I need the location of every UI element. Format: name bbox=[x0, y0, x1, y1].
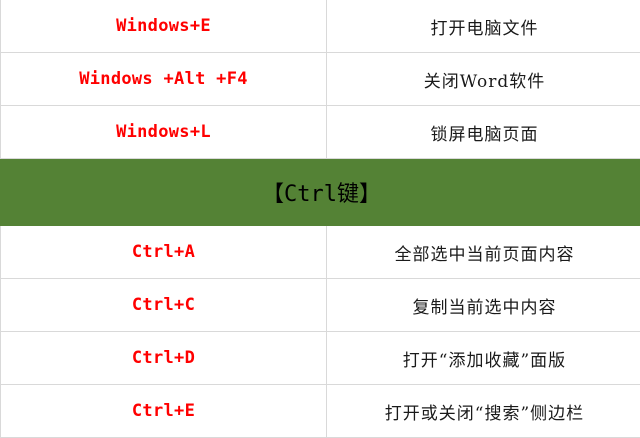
table-row: Windows+L 锁屏电脑页面 bbox=[1, 106, 640, 159]
section-header: 【Ctrl键】 bbox=[1, 159, 640, 226]
shortcut-description: 打开或关闭“搜索”侧边栏 bbox=[327, 385, 640, 438]
shortcut-description: 全部选中当前页面内容 bbox=[327, 226, 640, 279]
shortcut-key: Ctrl+D bbox=[1, 332, 327, 385]
shortcut-key: Windows+L bbox=[1, 106, 327, 159]
table-row: Windows+E 打开电脑文件 bbox=[1, 0, 640, 53]
shortcut-description: 锁屏电脑页面 bbox=[327, 106, 640, 159]
shortcut-key: Ctrl+C bbox=[1, 279, 327, 332]
shortcut-description: 打开电脑文件 bbox=[327, 0, 640, 53]
section-header-row: 【Ctrl键】 bbox=[1, 159, 640, 226]
shortcut-key: Ctrl+E bbox=[1, 385, 327, 438]
table-row: Ctrl+C 复制当前选中内容 bbox=[1, 279, 640, 332]
shortcut-key: Ctrl+A bbox=[1, 226, 327, 279]
table-row: Ctrl+E 打开或关闭“搜索”侧边栏 bbox=[1, 385, 640, 438]
section-title: 【Ctrl键】 bbox=[262, 176, 381, 208]
table-row: Ctrl+A 全部选中当前页面内容 bbox=[1, 226, 640, 279]
shortcut-description: 复制当前选中内容 bbox=[327, 279, 640, 332]
shortcut-key: Windows +Alt +F4 bbox=[1, 53, 327, 106]
table-row: Windows +Alt +F4 关闭Word软件 bbox=[1, 53, 640, 106]
shortcut-description: 关闭Word软件 bbox=[327, 53, 640, 106]
table-row: Ctrl+D 打开“添加收藏”面版 bbox=[1, 332, 640, 385]
shortcut-description: 打开“添加收藏”面版 bbox=[327, 332, 640, 385]
shortcut-key: Windows+E bbox=[1, 0, 327, 53]
